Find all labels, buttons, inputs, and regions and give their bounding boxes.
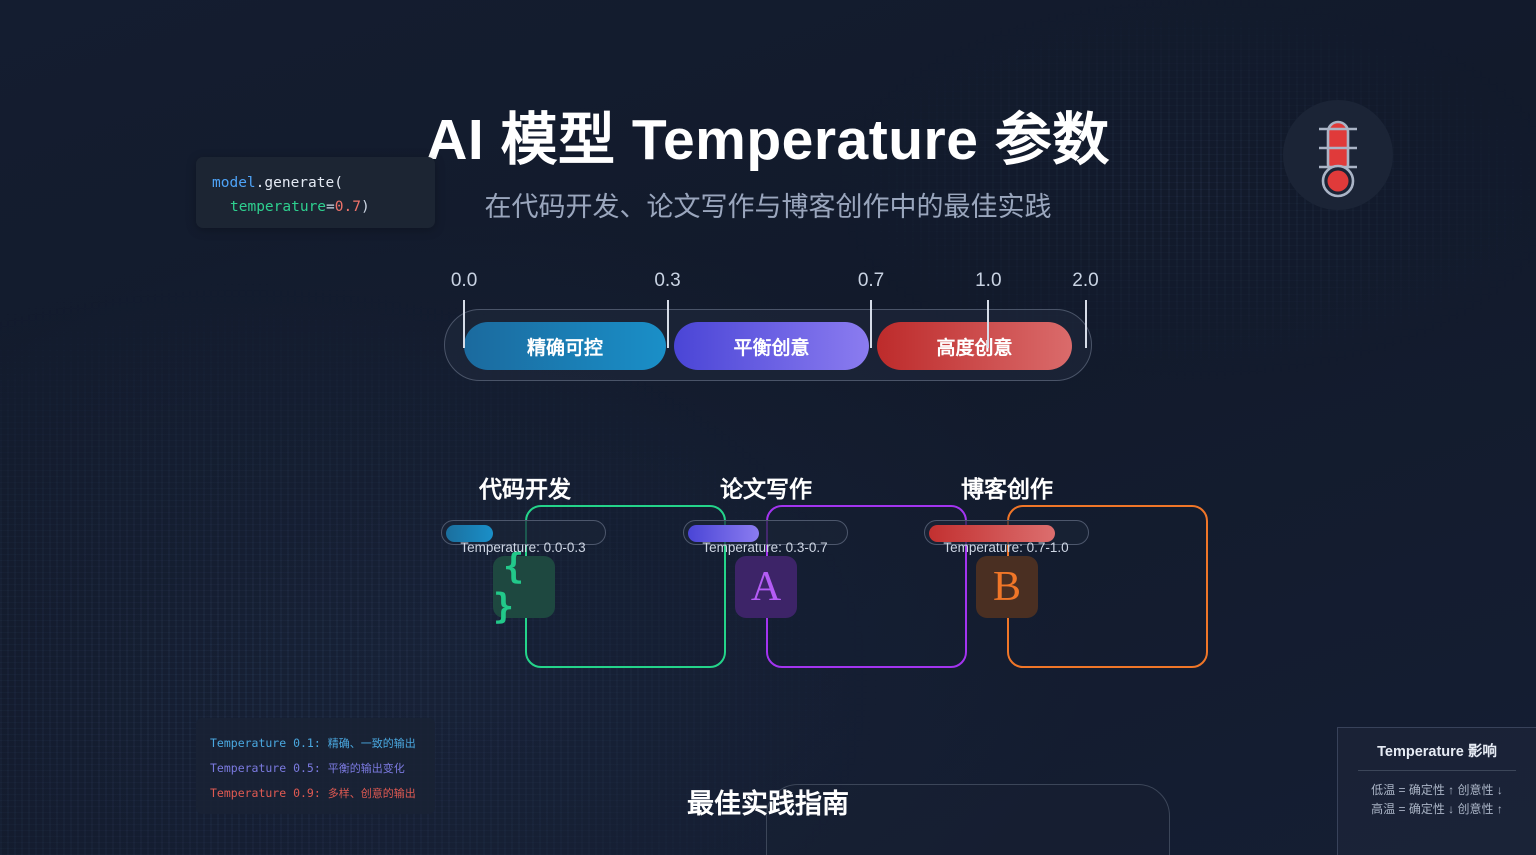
scale-tick-label: 1.0 (975, 270, 1002, 291)
legend-label: Temperature 0.9: (210, 786, 328, 800)
impact-box-divider (1358, 770, 1516, 771)
best-practice-panel (766, 784, 1170, 855)
scale-segments: 精确可控平衡创意高度创意 (464, 322, 1072, 370)
temperature-impact-box: Temperature 影响 低温 = 确定性 ↑ 创意性 ↓ 高温 = 确定性 … (1337, 727, 1536, 855)
serif-b-icon: B (992, 564, 1021, 610)
code-object: model (212, 175, 256, 191)
temperature-range-fill (688, 525, 759, 542)
best-practice-title: 最佳实践指南 (687, 789, 849, 819)
scale-tick-mark (1084, 300, 1087, 348)
card-icon-box: B (976, 556, 1038, 618)
temperature-range-caption: Temperature: 0.3-0.7 (702, 540, 828, 555)
temperature-range-fill (446, 525, 494, 542)
braces-icon: { } (493, 547, 535, 627)
code-param-value: 0.7 (334, 199, 361, 215)
card-icon-box: { } (493, 547, 555, 627)
card-icon-box: A (735, 556, 797, 618)
page-title: AI 模型 Temperature 参数 (426, 108, 1110, 172)
scale-segment[interactable]: 平衡创意 (674, 322, 869, 370)
temperature-range-caption: Temperature: 0.7-1.0 (943, 540, 1069, 555)
legend-label: Temperature 0.1: (210, 736, 328, 750)
scale-tick-label: 0.7 (857, 270, 885, 291)
impact-row: 高温 = 确定性 ↓ 创意性 ↑ (1371, 802, 1503, 816)
thermometer-badge (1283, 100, 1393, 210)
impact-box-rows: 低温 = 确定性 ↑ 创意性 ↓ 高温 = 确定性 ↓ 创意性 ↑ (1352, 781, 1522, 819)
temperature-range-bar[interactable] (683, 520, 848, 545)
scale-tick-mark (870, 300, 873, 348)
scale-tick-mark (666, 300, 669, 348)
legend-description: 精确、一致的输出 (327, 738, 416, 750)
temperature-range-bar[interactable] (441, 520, 606, 545)
temperature-range-bar[interactable] (924, 520, 1089, 545)
scale-tick-mark (463, 300, 466, 348)
code-param-name: temperature (230, 199, 327, 215)
code-equals: = (326, 199, 335, 215)
impact-box-title: Temperature 影响 (1377, 744, 1497, 760)
scale-tick-label: 0.0 (450, 270, 478, 291)
code-snippet-card: model.generate( temperature=0.7) (196, 157, 435, 228)
scale-segment[interactable]: 高度创意 (877, 322, 1072, 370)
serif-a-icon: A (750, 564, 782, 610)
page-subtitle: 在代码开发、论文写作与博客创作中的最佳实践 (484, 192, 1052, 222)
scale-tick-mark (987, 300, 990, 348)
card-title: 论文写作 (720, 476, 812, 502)
temperature-scale: 0.0 0.3 0.7 1.0 2.0 精确可控平衡创意高度创意 (444, 270, 1099, 392)
thermometer-icon (1319, 120, 1357, 198)
impact-row: 低温 = 确定性 ↑ 创意性 ↓ (1371, 783, 1503, 797)
scale-segment[interactable]: 精确可控 (464, 322, 666, 370)
scale-tick-label: 2.0 (1072, 270, 1099, 291)
legend-row: Temperature 0.1: 精确、一致的输出 (210, 731, 421, 756)
code-line-1: model.generate( (212, 171, 419, 195)
legend-label: Temperature 0.5: (210, 761, 328, 775)
legend-description: 平衡的输出变化 (327, 763, 405, 775)
scale-tick-labels: 0.0 0.3 0.7 1.0 2.0 (444, 270, 1099, 296)
code-line-2: temperature=0.7) (212, 195, 419, 219)
temperature-range-caption: Temperature: 0.0-0.3 (460, 540, 586, 555)
legend-row: Temperature 0.9: 多样、创意的输出 (210, 781, 421, 806)
legend-row: Temperature 0.5: 平衡的输出变化 (210, 756, 421, 781)
card-title: 代码开发 (479, 476, 571, 502)
scale-tick-label: 0.3 (654, 270, 681, 291)
code-call: .generate( (255, 175, 343, 191)
legend-description: 多样、创意的输出 (327, 788, 416, 800)
card-title: 博客创作 (961, 476, 1053, 502)
code-paren-close: ) (360, 199, 370, 215)
temperature-range-fill (929, 525, 1055, 542)
